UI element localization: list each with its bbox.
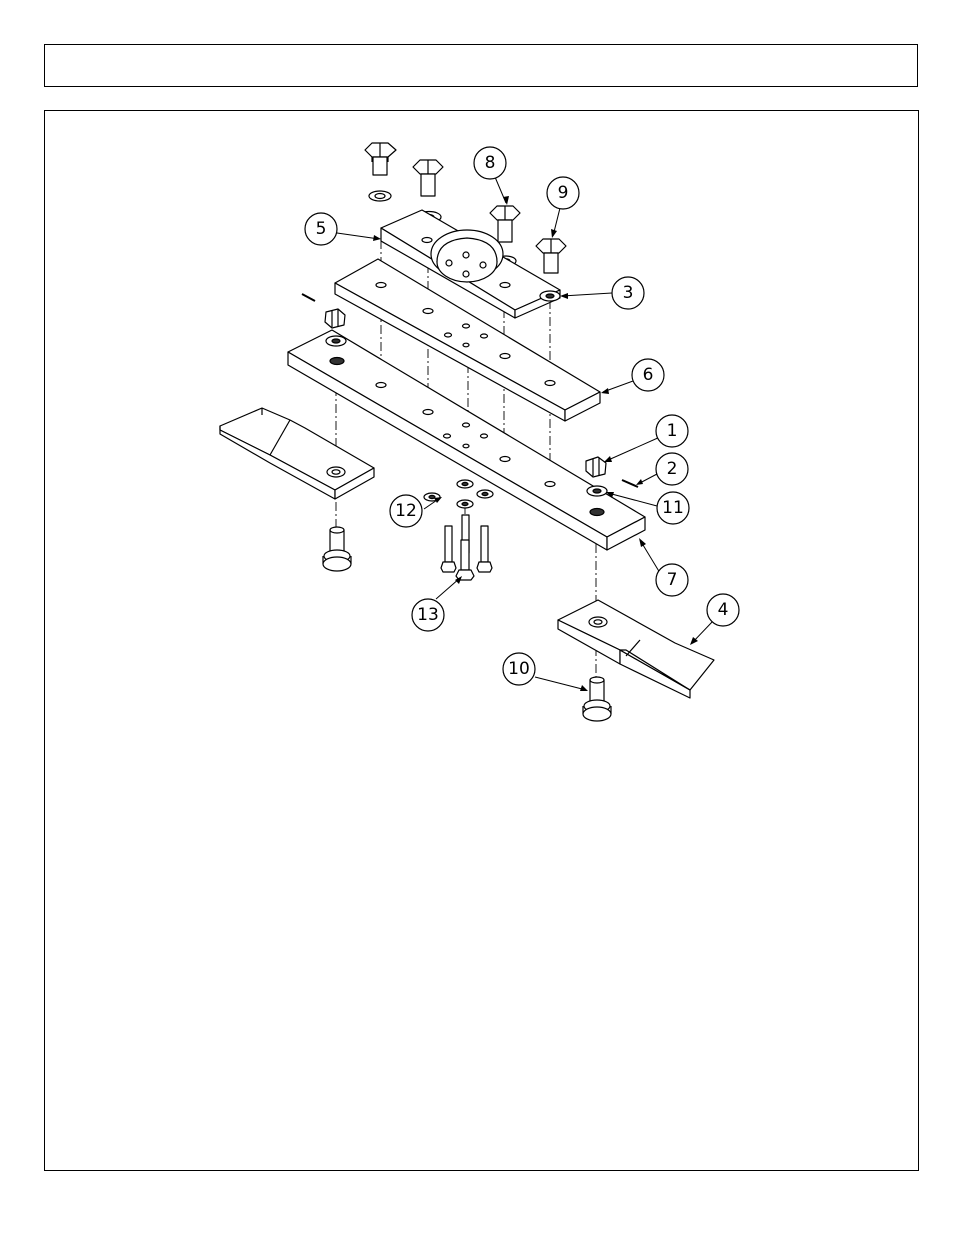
callout-8: 8 (485, 153, 496, 173)
callout-2: 2 (667, 459, 678, 479)
callout-3: 3 (623, 283, 634, 303)
callout-4: 4 (718, 600, 729, 620)
callout-13: 13 (417, 605, 439, 625)
callout-11: 11 (662, 498, 684, 518)
castle-nut-right (586, 457, 638, 496)
small-bolts-13 (441, 515, 492, 580)
callout-7: 7 (667, 570, 678, 590)
blade-left (220, 408, 374, 499)
blade-bolt-10 (583, 677, 611, 721)
washer-3-hole (546, 294, 554, 298)
blade-4 (558, 600, 714, 698)
lock-washers-12 (424, 480, 493, 508)
callout-5: 5 (316, 219, 327, 239)
callouts (305, 147, 739, 685)
bolt-left-top (365, 143, 396, 201)
callout-9: 9 (558, 183, 569, 203)
bolt-9 (536, 239, 566, 273)
callout-1: 1 (667, 421, 678, 441)
callout-12: 12 (395, 501, 417, 521)
callout-10: 10 (508, 659, 530, 679)
callout-6: 6 (643, 365, 654, 385)
blade-bolt-left (323, 527, 351, 571)
